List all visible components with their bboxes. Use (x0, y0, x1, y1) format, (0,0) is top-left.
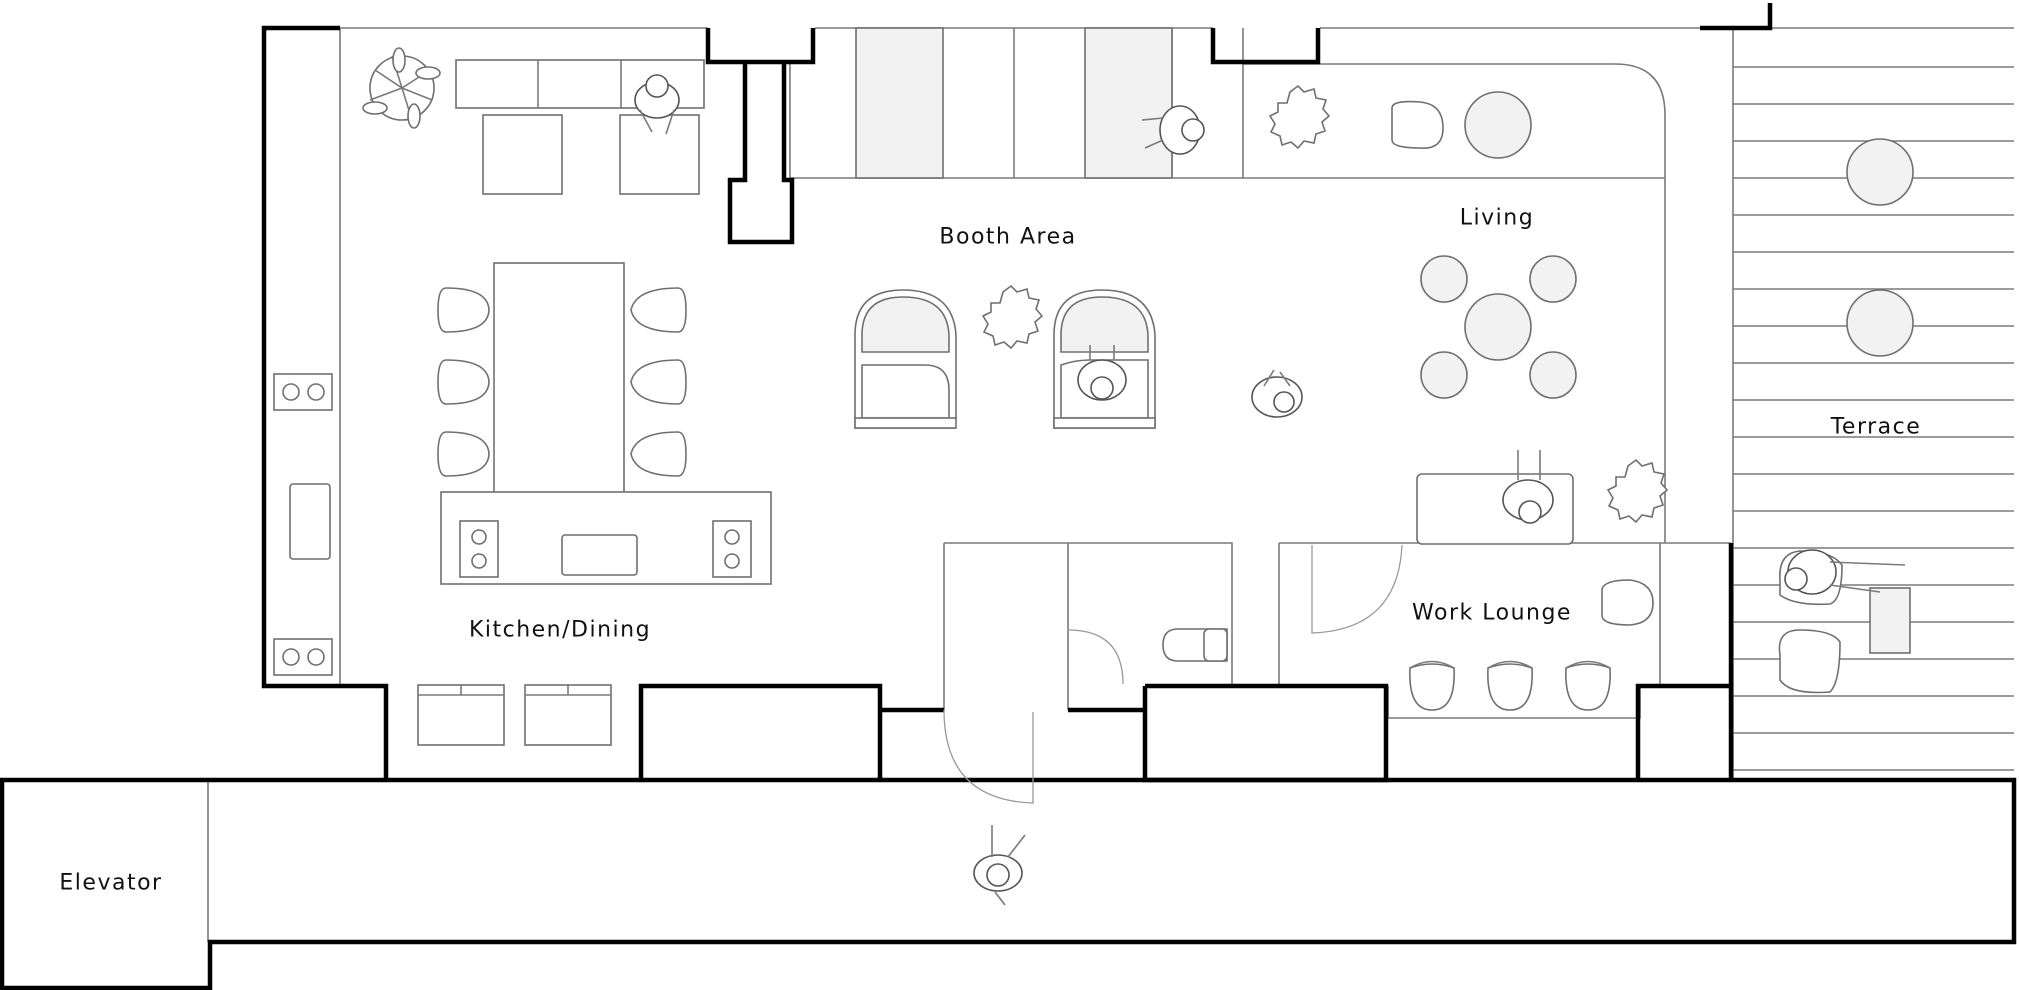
dining-chair (437, 431, 490, 477)
dining-chair (630, 359, 687, 405)
booth-row (854, 27, 1173, 429)
room-label-elevator: Elevator (59, 870, 163, 896)
work-stool-back (1565, 660, 1611, 669)
dining-chairs (437, 287, 687, 477)
people (634, 74, 1906, 906)
doors (943, 544, 1403, 804)
person-living (1251, 369, 1303, 418)
kitchen-furniture (273, 59, 772, 746)
room-label-living: Living (1459, 205, 1535, 231)
terrace-furniture (1778, 138, 1914, 694)
work-stool (1565, 663, 1611, 711)
dining-chair (437, 287, 490, 333)
room-label-kitchen-dining: Kitchen/Dining (468, 617, 652, 643)
bathroom-fixtures (1162, 628, 1228, 662)
person-booth-row (1141, 105, 1205, 155)
work-stool-back (1487, 660, 1533, 669)
person-terrace (1784, 549, 1906, 595)
work-lounge-stools (1409, 660, 1611, 711)
work-stool-back (1409, 660, 1455, 669)
work-stool (1409, 663, 1455, 711)
walls (0, 3, 2017, 990)
room-label-terrace: Terrace (1830, 414, 1922, 440)
plants (362, 47, 1669, 524)
work-stool (1487, 663, 1533, 711)
room-label-work-lounge: Work Lounge (1412, 600, 1572, 626)
living-furniture (1391, 91, 1654, 626)
person-booth-seat (1077, 345, 1127, 401)
person-work-lounge (1502, 450, 1554, 524)
dining-chair (630, 287, 687, 333)
person-kitchen (634, 74, 680, 135)
room-label-booth-area: Booth Area (939, 224, 1077, 250)
dining-chair (437, 359, 490, 405)
dining-chair (630, 431, 687, 477)
person-corridor (973, 825, 1026, 906)
